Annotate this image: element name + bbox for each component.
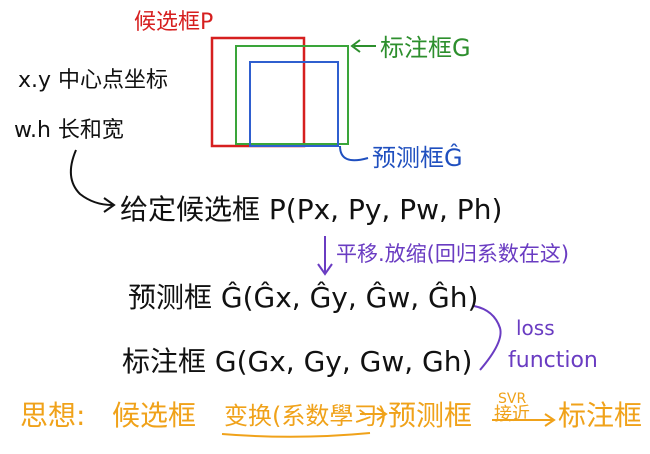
- transform-underline: [221, 432, 371, 438]
- idea-prefix: 思想:: [20, 399, 86, 432]
- transform-arrow: [360, 407, 388, 421]
- gt-box-label: 标注框G: [380, 34, 471, 62]
- xy-center-note: x.y 中心点坐标: [18, 68, 169, 93]
- loss-brace: [473, 305, 502, 371]
- approx-arrow: [492, 413, 556, 427]
- gt-label-arrow: [350, 39, 376, 53]
- candidate-box-label: 候选框P: [134, 10, 214, 35]
- loss-label: loss: [516, 316, 555, 340]
- translate-arrow: [317, 236, 333, 276]
- idea-candidate: 候选框: [112, 399, 197, 432]
- function-label: function: [508, 348, 598, 373]
- pred-box-rect: [249, 61, 339, 147]
- idea-svr: SVR: [498, 391, 527, 407]
- pred-formula-line: 预测框 Ĝ(Ĝx, Ĝy, Ĝw, Ĝh): [128, 281, 479, 314]
- candidate-box-rect: [210, 36, 306, 148]
- pred-label-connector: [339, 145, 369, 162]
- translate-scale-line: 平移.放缩(回归系数在这): [336, 242, 570, 266]
- idea-gt: 标注框: [558, 399, 643, 432]
- given-candidate-line: 给定候选框 P(Px, Py, Pw, Ph): [120, 193, 503, 226]
- gt-box-rect: [235, 45, 349, 145]
- idea-approx: 接近: [494, 404, 530, 425]
- idea-pred: 预测框: [388, 399, 473, 432]
- curved-arrow-black: [69, 149, 116, 213]
- gt-formula-line: 标注框 G(Gx, Gy, Gw, Gh): [122, 345, 473, 378]
- wh-size-note: w.h 长和宽: [14, 118, 124, 143]
- idea-transform: 变换(系数學习): [224, 402, 387, 430]
- pred-box-label: 预测框Ĝ: [372, 144, 463, 172]
